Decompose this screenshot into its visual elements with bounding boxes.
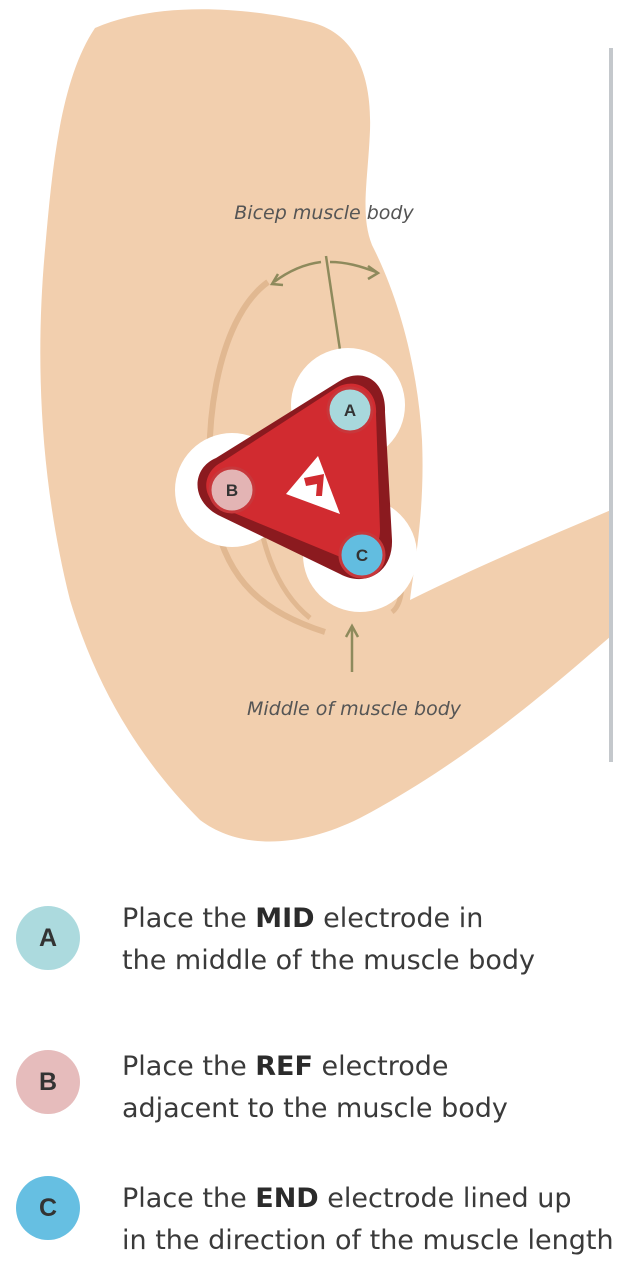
instruction-row-b: B Place the REF electrode adjacent to th… (0, 1040, 642, 1140)
svg-text:B: B (226, 481, 238, 500)
label-middle-of-muscle-body: Middle of muscle body (247, 698, 462, 720)
badge-b: B (16, 1050, 80, 1114)
label-bicep-muscle-body: Bicep muscle body (234, 202, 414, 224)
instruction-text-b: Place the REF electrode adjacent to the … (122, 1051, 508, 1124)
electrode-a: A (326, 386, 374, 434)
sensor-logo (286, 456, 340, 514)
instruction-row-c: C Place the END electrode lined up in th… (0, 1172, 642, 1272)
instruction-row-a: A Place the MID electrode in the middle … (0, 898, 642, 998)
sensor-logo-mark (304, 474, 324, 496)
svg-text:A: A (344, 401, 356, 420)
electrode-b: B (208, 466, 256, 514)
annotation-arrows (269, 255, 381, 672)
svg-text:C: C (356, 546, 368, 565)
badge-c: C (16, 1176, 80, 1240)
instruction-text-a: Place the MID electrode in the middle of… (122, 903, 535, 976)
badge-a: A (16, 906, 80, 970)
instruction-text-c: Place the END electrode lined up in the … (122, 1183, 614, 1256)
arm-electrode-illustration: Bicep muscle body Middle of muscle body … (40, 9, 613, 842)
electrode-c: C (338, 531, 386, 579)
